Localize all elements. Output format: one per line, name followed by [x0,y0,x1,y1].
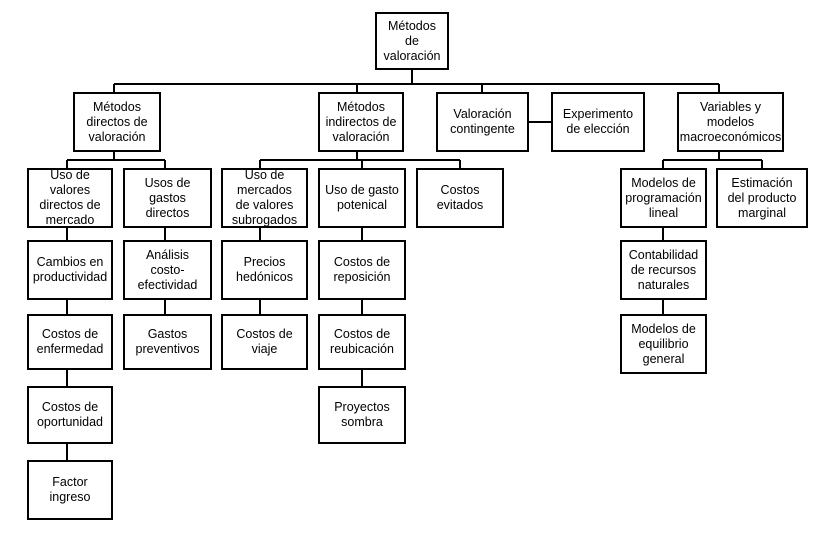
node-costos-viaje: Costos de viaje [221,314,308,370]
node-cambios-productividad: Cambios en productividad [27,240,113,300]
node-factor-ingreso: Factor ingreso [27,460,113,520]
node-contabilidad-recursos-naturales: Contabilidad de recursos naturales [620,240,707,300]
node-estimacion-producto-marginal: Estimación del producto marginal [716,168,808,228]
node-metodos-directos: Métodos directos de valoración [73,92,161,152]
node-valoracion-contingente: Valoración contingente [436,92,529,152]
node-analisis-costo-efectividad: Análisis costo- efectividad [123,240,212,300]
node-uso-valores-directos: Uso de valores directos de mercado [27,168,113,228]
node-metodos-indirectos: Métodos indirectos de valoración [318,92,404,152]
node-experimento-eleccion: Experimento de elección [551,92,645,152]
node-costos-enfermedad: Costos de enfermedad [27,314,113,370]
node-modelos-equilibrio-general: Modelos de equilibrio general [620,314,707,374]
node-proyectos-sombra: Proyectos sombra [318,386,406,444]
node-costos-oportunidad: Costos de oportunidad [27,386,113,444]
root-node: Métodos de valoración [375,12,449,70]
node-precios-hedonicos: Precios hedónicos [221,240,308,300]
node-uso-gasto-potencial: Uso de gasto potenical [318,168,406,228]
node-variables-macroeconomicos: Variables y modelos macroeconómicos [677,92,784,152]
node-costos-reubicacion: Costos de reubicación [318,314,406,370]
node-mercados-valores-subrogados: Uso de mercados de valores subrogados [221,168,308,228]
node-costos-reposicion: Costos de reposición [318,240,406,300]
node-usos-gastos-directos: Usos de gastos directos [123,168,212,228]
node-modelos-programacion-lineal: Modelos de programación lineal [620,168,707,228]
node-gastos-preventivos: Gastos preventivos [123,314,212,370]
node-costos-evitados: Costos evitados [416,168,504,228]
